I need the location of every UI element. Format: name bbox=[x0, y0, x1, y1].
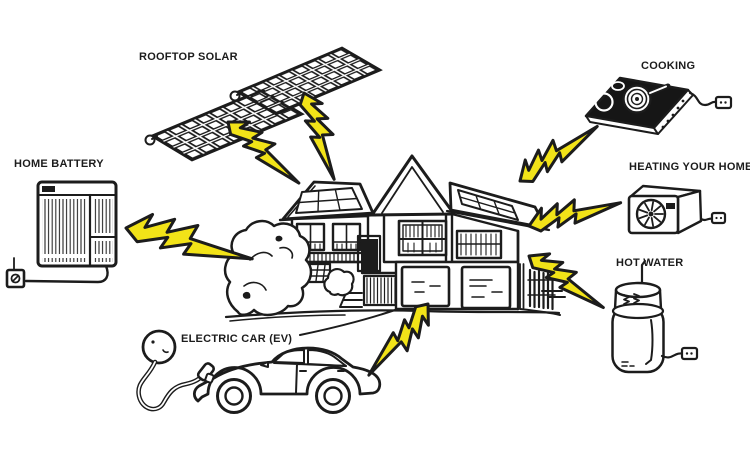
label-cooking: COOKING bbox=[641, 60, 696, 72]
cooktop-controls bbox=[661, 99, 685, 129]
ev-charger-head bbox=[141, 329, 177, 365]
label-rooftop-solar: ROOFTOP SOLAR bbox=[139, 51, 238, 63]
porch-railing bbox=[360, 270, 402, 308]
cooktop-cord bbox=[688, 91, 718, 107]
heating-illustration bbox=[627, 184, 727, 235]
gable-roof bbox=[370, 154, 456, 217]
wall-plug-icon bbox=[714, 95, 733, 110]
bolt-house-to-hot-water bbox=[521, 244, 616, 311]
burner-small bbox=[611, 81, 625, 91]
label-heating: HEATING YOUR HOME bbox=[629, 161, 750, 173]
heat-pump-fan bbox=[635, 198, 667, 230]
car-wheels bbox=[216, 378, 351, 414]
cooking-illustration bbox=[584, 76, 733, 135]
garage-door-left bbox=[400, 265, 451, 308]
bolt-house-to-cooking bbox=[510, 107, 600, 194]
bolt-house-to-heating bbox=[523, 178, 623, 241]
battery-cord bbox=[24, 264, 109, 284]
solar-panel-upper bbox=[238, 48, 380, 114]
right-window bbox=[455, 229, 503, 260]
bush-small bbox=[323, 268, 355, 297]
burner-ring bbox=[594, 92, 614, 112]
tower-window bbox=[397, 219, 448, 257]
home-battery-illustration bbox=[5, 180, 118, 289]
garage-door-right bbox=[460, 265, 512, 310]
electric-car-illustration bbox=[136, 329, 382, 414]
house-illustration bbox=[223, 154, 566, 336]
car-body bbox=[192, 346, 382, 403]
panel-foot bbox=[144, 134, 156, 146]
hot-water-illustration bbox=[611, 259, 699, 374]
roof-solar-panel-right bbox=[457, 189, 519, 221]
porch-steps bbox=[339, 292, 363, 308]
bush-large bbox=[223, 219, 313, 317]
bolt-solar-right-to-house bbox=[290, 86, 357, 182]
panel-foot bbox=[229, 90, 241, 102]
charging-cable bbox=[136, 359, 207, 412]
downpipe bbox=[519, 263, 525, 309]
driveway-line bbox=[299, 308, 399, 336]
front-door bbox=[356, 234, 382, 273]
water-heater-cord bbox=[660, 352, 686, 359]
wall-plug-icon bbox=[5, 268, 26, 289]
label-hot-water: HOT WATER bbox=[616, 257, 684, 269]
rooftop-solar-illustration bbox=[144, 48, 381, 160]
wall-plug-icon bbox=[710, 211, 727, 225]
roof-solar-panel-left bbox=[295, 187, 363, 214]
pan bbox=[622, 83, 671, 114]
wall-plug-icon bbox=[680, 346, 699, 361]
label-electric-car: ELECTRIC CAR (EV) bbox=[181, 333, 293, 345]
label-home-battery: HOME BATTERY bbox=[14, 158, 104, 170]
